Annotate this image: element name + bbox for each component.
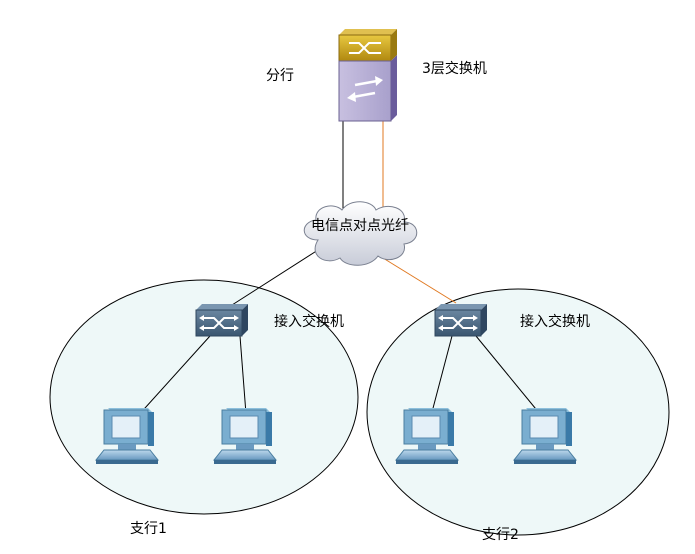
link-left-switch-pc2 (239, 335, 247, 415)
access-switch-right-label: 接入交换机 (520, 314, 590, 330)
access-switch-icon (195, 303, 249, 337)
computer-icon (95, 407, 159, 465)
sub-branch-2-area (366, 288, 670, 536)
sub-branch-2-label: 支行2 (482, 527, 519, 543)
link-right-switch-pc4 (475, 335, 541, 415)
access-switch-left-label: 接入交换机 (274, 314, 344, 330)
cloud-icon (303, 201, 418, 266)
link-left-switch-pc1 (135, 335, 211, 419)
access-switch-icon (434, 303, 488, 337)
sub-branch-1-label: 支行1 (130, 521, 167, 537)
l3-switch-icon (338, 29, 397, 122)
computer-icon (213, 407, 277, 465)
link-cloud-to-right-switch (382, 257, 457, 304)
link-cloud-to-left-switch (231, 249, 319, 306)
branch-label: 分行 (266, 68, 294, 84)
cloud-label: 电信点对点光纤 (311, 218, 409, 234)
l3-switch-label: 3层交换机 (422, 61, 487, 77)
computer-icon (513, 407, 577, 465)
link-right-switch-pc3 (431, 335, 453, 413)
computer-icon (395, 407, 459, 465)
